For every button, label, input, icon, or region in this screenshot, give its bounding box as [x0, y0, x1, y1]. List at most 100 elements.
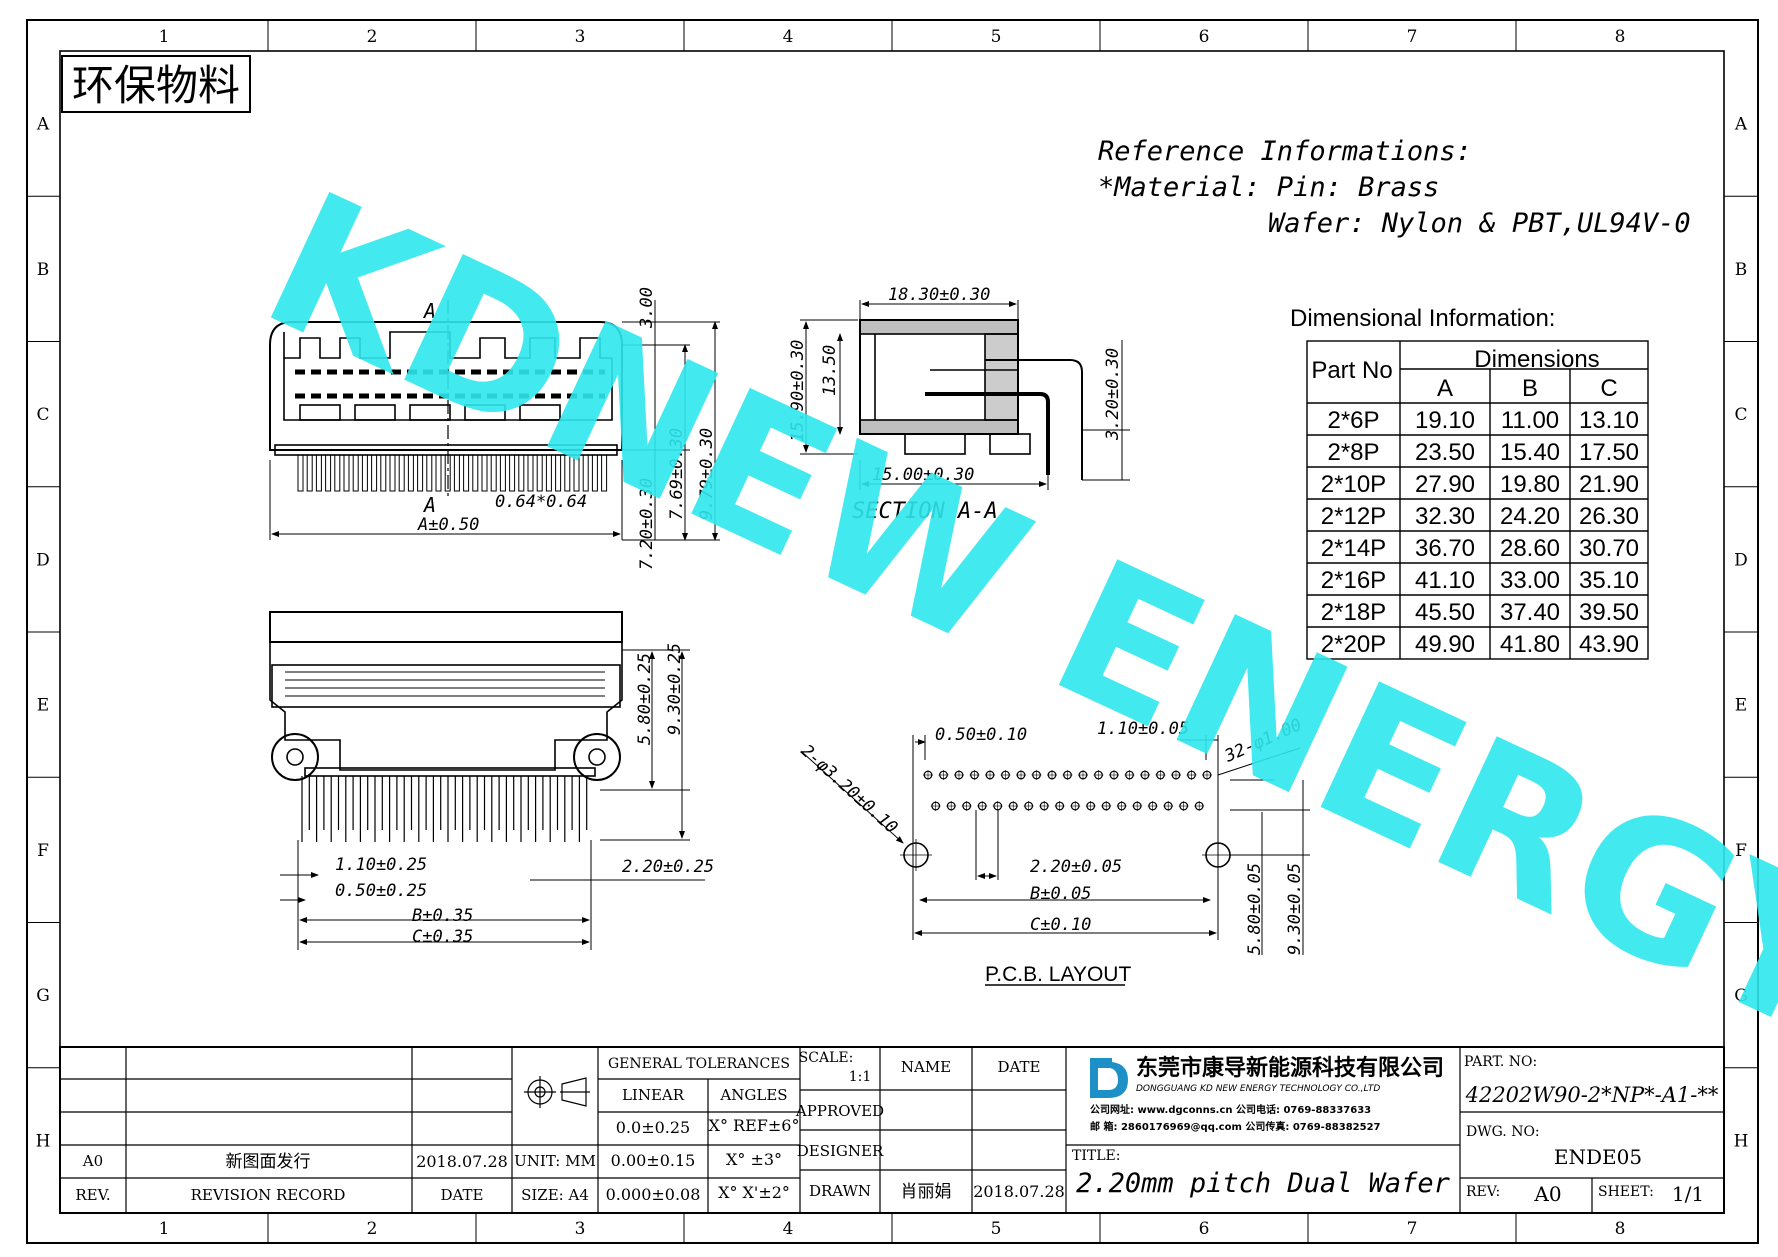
section-w-top: 18.30±0.30: [888, 285, 990, 305]
section-h-total: 15.90±0.30: [788, 340, 808, 442]
zone-row-label: G: [1734, 986, 1748, 1006]
sheet-label: SHEET:: [1598, 1184, 1654, 1200]
dim-table-cell: 2*12P: [1321, 503, 1386, 530]
name-label: NAME: [901, 1058, 951, 1076]
dim-h4-label: 9.79±0.30: [697, 428, 717, 520]
dim-table-cell: 49.90: [1415, 631, 1475, 658]
front-view-pins: [297, 454, 608, 492]
linear-label: LINEAR: [622, 1086, 685, 1104]
section-view: [800, 300, 1130, 490]
bottom-dim-c: C±0.35: [412, 927, 473, 947]
company-contact-1: 公司网址: www.dgconns.cn 公司电话: 0769-88337633: [1090, 1103, 1371, 1116]
zone-col-label: 6: [1199, 1219, 1210, 1239]
rev-code: A0: [82, 1152, 103, 1170]
zone-row-label: B: [37, 260, 50, 280]
section-h-inner: 13.50: [820, 345, 840, 396]
zone-row-label: A: [36, 115, 50, 135]
dim-table-cell: 41.80: [1500, 631, 1560, 658]
pcb-holes-big: 2-φ3.20±0.10: [797, 741, 902, 838]
zone-col-label: 8: [1615, 1219, 1626, 1239]
part-no-label: PART. NO:: [1464, 1054, 1537, 1070]
company-name-cn: 东莞市康导新能源科技有限公司: [1136, 1055, 1444, 1081]
zone-col-label: 2: [367, 27, 378, 47]
angles-label: ANGLES: [719, 1086, 787, 1104]
pcb-dim-d1: 0.50±0.10: [935, 725, 1027, 745]
zone-row-label: E: [37, 696, 49, 716]
dim-table-cell: 2*10P: [1321, 471, 1386, 498]
dwg-no-label: DWG. NO:: [1466, 1124, 1540, 1140]
zone-col-label: 6: [1199, 27, 1210, 47]
unit-label: UNIT: MM: [514, 1152, 596, 1170]
sheet-value: 1/1: [1672, 1182, 1704, 1206]
dim-table-col-header: B: [1522, 375, 1538, 402]
dim-table-cell: 2*8P: [1327, 439, 1379, 466]
drawn-name: 肖丽娟: [901, 1182, 952, 1202]
dim-table-cell: 19.80: [1500, 471, 1560, 498]
bottom-dim-p2: 0.50±0.25: [335, 881, 427, 901]
zone-row-label: C: [1734, 405, 1747, 425]
rev-date: 2018.07.28: [416, 1152, 508, 1171]
tol-angle-1: X° REF±6°: [709, 1116, 800, 1135]
dim-table-cell: 36.70: [1415, 535, 1475, 562]
zone-row-label: C: [36, 405, 49, 425]
dim-table-cell: 35.10: [1579, 567, 1639, 594]
zone-row-label: E: [1735, 696, 1747, 716]
zone-row-label: D: [1734, 550, 1748, 570]
dim-table-cell: 45.50: [1415, 599, 1475, 626]
pcb-dim-h2: 9.30±0.05: [1285, 863, 1305, 955]
pcb-layout: [801, 735, 1310, 986]
zone-col-label: 4: [783, 1219, 794, 1239]
designer-label: DESIGNER: [797, 1142, 884, 1160]
dim-table-cell: 24.20: [1500, 503, 1560, 530]
dim-table-col-header: A: [1437, 375, 1453, 402]
front-view: [269, 300, 720, 541]
company-logo: [1090, 1058, 1128, 1098]
dim-table-cell: 2*14P: [1321, 535, 1386, 562]
tol-linear-3: 0.000±0.08: [606, 1185, 701, 1204]
dim-table-cell: 41.10: [1415, 567, 1475, 594]
scale-value: 1:1: [849, 1069, 872, 1085]
front-view-labels: A A 0.64*0.64 A±0.50 3.00 7.20±0.30 7.69…: [417, 287, 717, 570]
dim-table-cell: 21.90: [1579, 471, 1639, 498]
dim-table-part-header: Part No: [1311, 357, 1392, 384]
section-mark-bottom: A: [422, 493, 436, 517]
bottom-dim-b: B±0.35: [412, 906, 473, 926]
size-label: SIZE: A4: [521, 1186, 589, 1204]
dim-table-cell: 39.50: [1579, 599, 1639, 626]
dwg-no: ENDE05: [1554, 1145, 1642, 1169]
section-labels: 18.30±0.30 15.00±0.30 15.90±0.30 13.50 3…: [788, 285, 1123, 524]
pcb-holes: [923, 770, 1212, 811]
dim-table-cell: 15.40: [1500, 439, 1560, 466]
bottom-view-pins: [301, 776, 588, 842]
bottom-view: [269, 611, 705, 950]
dim-table-cell: 32.30: [1415, 503, 1475, 530]
dim-table-cell: 26.30: [1579, 503, 1639, 530]
zone-col-label: 7: [1407, 27, 1418, 47]
dim-h3-label: 7.69±0.30: [667, 428, 687, 520]
dim-h1-label: 3.00: [637, 287, 657, 329]
dim-table-cell: 2*6P: [1327, 407, 1379, 434]
dim-table-cell: 23.50: [1415, 439, 1475, 466]
section-mark-top: A: [422, 299, 436, 323]
reference-material-wafer: Wafer: Nylon & PBT,UL94V-0: [1268, 208, 1691, 239]
zone-row-label: D: [36, 550, 50, 570]
dim-table-cell: 30.70: [1579, 535, 1639, 562]
dim-table-cell: 43.90: [1579, 631, 1639, 658]
zone-row-label: B: [1735, 260, 1748, 280]
bottom-view-labels: 1.10±0.25 0.50±0.25 2.20±0.25 B±0.35 C±0…: [335, 643, 714, 947]
reference-info: Reference Informations: *Material: Pin: …: [1098, 136, 1691, 239]
zone-col-label: 3: [575, 1219, 586, 1239]
zone-col-label: 8: [1615, 27, 1626, 47]
dim-a-label: A±0.50: [417, 515, 479, 535]
dim-table-cell: 17.50: [1579, 439, 1639, 466]
title-block: A0 新图面发行 2018.07.28 REV. REVISION RECORD…: [59, 1046, 1725, 1214]
dim-table-col-header: C: [1600, 375, 1617, 402]
rev-record-label: REVISION RECORD: [191, 1186, 346, 1204]
drawn-label: DRAWN: [809, 1182, 871, 1200]
zone-row-label: H: [36, 1131, 51, 1151]
zone-col-label: 4: [783, 27, 794, 47]
rev-date-label: DATE: [441, 1186, 484, 1204]
company-contact-2: 邮 箱: 2860176969@qq.com 公司传真: 0769-883825…: [1090, 1120, 1381, 1133]
